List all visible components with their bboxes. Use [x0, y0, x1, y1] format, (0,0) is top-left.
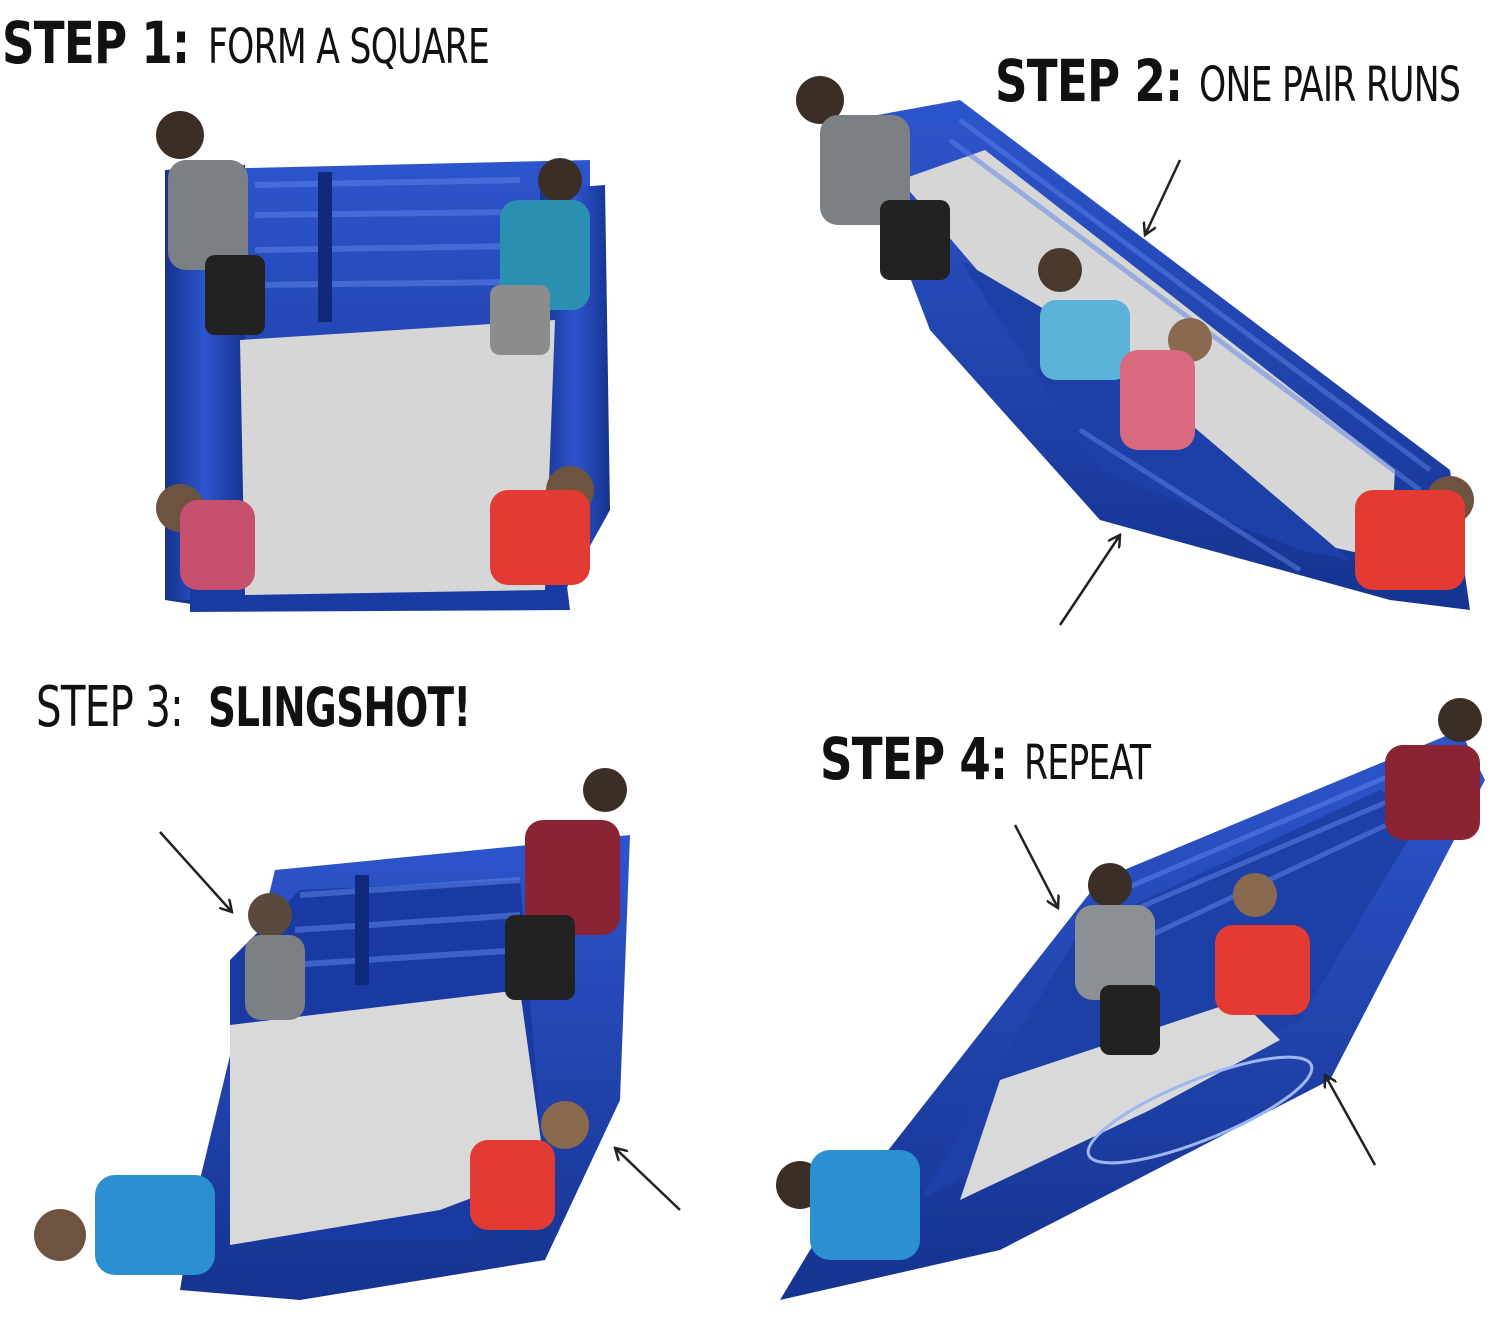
person-figure: [245, 893, 305, 1020]
person-figure: [1038, 248, 1130, 380]
step-4-number: STEP 4:: [820, 725, 1008, 793]
arrow-icon: [1325, 1075, 1377, 1166]
person-figure: [490, 466, 594, 585]
person-figure: [470, 1101, 589, 1230]
person-figure: [1075, 863, 1160, 1055]
step-1-fabric: [165, 160, 610, 612]
person-figure: [1215, 873, 1310, 1015]
person-figure: [156, 484, 255, 590]
step-2-heading: STEP 2: ONE PAIR RUNS: [995, 52, 1500, 110]
step-2-number: STEP 2:: [995, 47, 1183, 115]
step-4-title: REPEAT: [1024, 735, 1151, 791]
person-figure: [490, 158, 590, 355]
person-figure: [156, 111, 265, 335]
step-3-heading: STEP 3: SLINGSHOT!: [36, 680, 573, 736]
person-figure: [34, 1175, 215, 1275]
step-1-title: FORM A SQUARE: [208, 19, 490, 75]
step-2-title: ONE PAIR RUNS: [1199, 57, 1461, 113]
arrow-icon: [1145, 159, 1182, 235]
step-1-heading: STEP 1: FORM A SQUARE: [2, 14, 599, 72]
person-figure: [776, 1150, 920, 1260]
arrow-icon: [1058, 535, 1120, 626]
person-figure: [1385, 698, 1482, 840]
arrow-icon: [615, 1148, 681, 1211]
arrow-icon: [159, 831, 232, 912]
step-3-number: STEP 3:: [36, 675, 184, 740]
step-3-title: SLINGSHOT!: [208, 676, 471, 739]
person-figure: [505, 768, 627, 1000]
person-figure: [1120, 318, 1212, 450]
person-figure: [796, 76, 950, 280]
step-4-heading: STEP 4: REPEAT: [820, 730, 1200, 788]
step-1-number: STEP 1:: [2, 9, 190, 77]
person-figure: [1355, 476, 1474, 590]
arrow-icon: [1013, 824, 1058, 908]
